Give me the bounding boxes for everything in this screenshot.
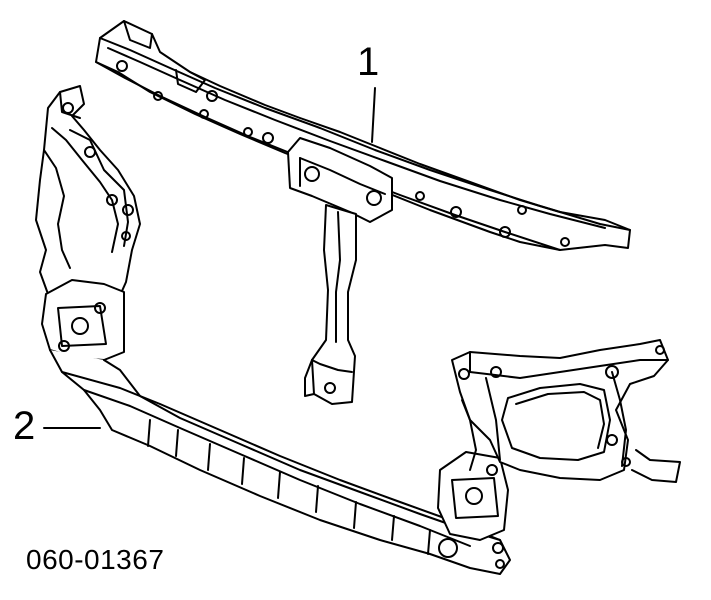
- callout-label-1: 1: [357, 40, 380, 84]
- callout-label-2: 2: [13, 404, 36, 448]
- diagram-part-code: 060-01367: [26, 544, 165, 575]
- leader-line-1: [371, 87, 376, 143]
- lower-frame-part: [35, 85, 681, 575]
- upper-support-part: [95, 20, 631, 405]
